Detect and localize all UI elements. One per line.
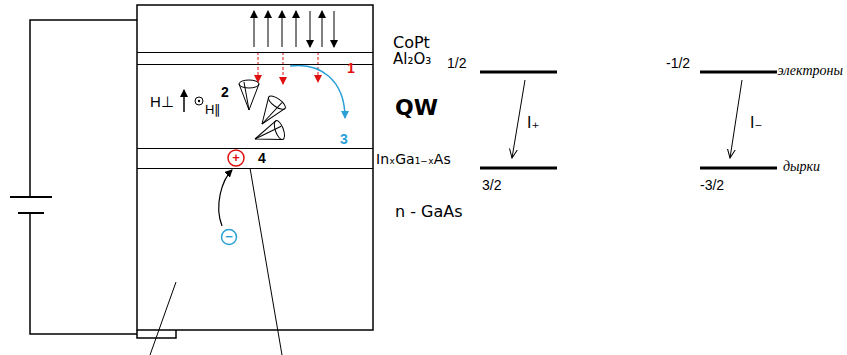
callout-number: 2 <box>221 85 229 99</box>
band-label: электроны <box>778 64 843 78</box>
spin-value: -3/2 <box>700 178 724 192</box>
callout-number: 3 <box>340 132 348 146</box>
spin-value: 3/2 <box>482 178 501 192</box>
layer-label: n - GaAs <box>395 204 463 220</box>
substrate-layer: n - GaAs <box>137 168 373 330</box>
hole-sign: + <box>232 151 240 164</box>
layer-label: Al₂O₃ <box>393 52 431 67</box>
spin-value: -1/2 <box>666 56 690 70</box>
layer-label: QW <box>395 97 438 119</box>
callout-number: 1 <box>347 61 355 75</box>
copt-layer: CoPt <box>137 5 373 52</box>
spin-value: 1/2 <box>447 56 466 70</box>
field-label: H∥ <box>205 103 221 116</box>
band-label: дырки <box>783 160 820 174</box>
field-label: H⊥ <box>150 94 174 109</box>
electron-sign: − <box>225 230 233 243</box>
transition-label: I₋ <box>750 116 762 131</box>
oxide-layer: Al₂O₃ <box>137 52 373 64</box>
layer-label: CoPt <box>393 35 430 51</box>
ingaas-layer: InₓGa₁₋ₓAs <box>137 148 373 168</box>
callout-number: 4 <box>258 151 266 165</box>
layer-label: InₓGa₁₋ₓAs <box>376 152 451 166</box>
transition-label: I₊ <box>527 116 539 131</box>
